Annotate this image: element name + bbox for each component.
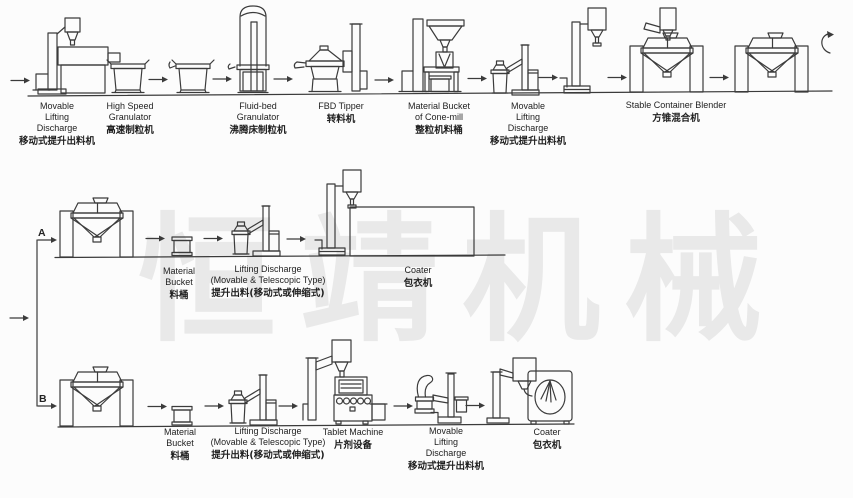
label-line: (Movable & Telescopic Type) <box>210 275 326 286</box>
label-line: Coater <box>533 427 561 437</box>
label-line-zh: 包衣机 <box>403 277 433 289</box>
label-line: Tablet Machine <box>322 427 384 437</box>
rotation-arrow <box>821 31 834 54</box>
ground-lines <box>27 90 833 428</box>
label-lifting-discharge-b: Lifting Discharge (Movable & Telescopic … <box>211 426 326 461</box>
label-line-zh: 移动式提升出料机 <box>407 461 485 473</box>
machine-fbd-tipper <box>293 23 368 93</box>
label-line-zh: 料桶 <box>170 450 190 462</box>
label-line: Stable Container Blender <box>625 100 727 110</box>
label-line: Lifting <box>433 437 459 448</box>
label-movable-lifting-discharge-1: Movable Lifting Discharge 移动式提升出料机 <box>19 101 95 147</box>
blender-feed-bucket <box>643 7 677 41</box>
label-line-zh: 料桶 <box>169 289 189 301</box>
label-lifting-discharge-a: Lifting Discharge (Movable & Telescopic … <box>211 264 326 299</box>
label-line-zh: 移动式提升出料机 <box>489 136 567 148</box>
label-line: (Movable & Telescopic Type) <box>210 437 326 448</box>
label-fluid-bed-granulator: Fluid-bed Granulator 沸腾床制粒机 <box>229 101 286 136</box>
label-coater-b: Coater 包衣机 <box>533 427 562 451</box>
label-high-speed-granulator: High Speed Granulator 高速制粒机 <box>106 101 154 136</box>
label-line-zh: 沸腾床制粒机 <box>229 124 287 136</box>
machine-movable-lifting-discharge-2 <box>490 44 540 96</box>
label-line: Fluid-bed <box>239 101 277 111</box>
label-line: Lifting <box>44 112 70 123</box>
label-cone-mill-bucket: Material Bucket of Cone-mill 整粒机料桶 <box>408 101 470 136</box>
machine-blender-row-b <box>59 366 134 427</box>
machine-container-blender-2 <box>734 32 809 93</box>
label-line-zh: 移动式提升出料机 <box>18 136 96 148</box>
label-line: High Speed <box>106 101 154 111</box>
machine-tablet-machine <box>302 339 388 425</box>
machine-lifting-discharge-a <box>231 205 281 257</box>
machine-cone-mill-bucket <box>398 18 465 93</box>
label-movable-lifting-discharge-2: Movable Lifting Discharge 移动式提升出料机 <box>490 101 566 147</box>
label-line: Movable <box>428 426 464 436</box>
machine-movable-lifting-discharge-1 <box>32 17 81 95</box>
label-line-zh: 高速制粒机 <box>106 124 154 136</box>
watermark-text: 恒靖机械 <box>138 200 787 361</box>
label-line-zh: 包衣机 <box>532 439 562 451</box>
label-line: Lifting Discharge <box>234 426 302 436</box>
machine-movable-lifting-discharge-b <box>414 372 469 424</box>
machine-lifter-pre-blender <box>559 7 607 94</box>
branch-label-b: B <box>39 393 47 405</box>
label-line: of Cone-mill <box>414 112 463 123</box>
label-material-bucket-b: Material Bucket 料桶 <box>164 427 196 462</box>
branch-label-a: A <box>38 227 46 239</box>
label-line: Material <box>162 266 196 276</box>
label-line-zh: 提升出料(移动式或伸缩式) <box>211 449 325 461</box>
row-a-arrows <box>145 234 307 243</box>
label-line: Material Bucket <box>407 101 471 111</box>
label-line: Material <box>163 427 197 437</box>
label-line: Discharge <box>425 448 467 459</box>
machine-material-bucket-a <box>171 236 193 257</box>
label-line-zh: 方锥混合机 <box>652 112 700 124</box>
label-line: Granulator <box>108 112 152 123</box>
machine-fluid-bed-granulator <box>227 5 270 94</box>
label-line: Movable <box>39 101 75 111</box>
machine-coater-b <box>486 357 573 425</box>
label-line-zh: 转料机 <box>326 113 356 125</box>
label-line: Granulator <box>236 112 280 123</box>
label-line: Bucket <box>165 277 193 288</box>
label-line: Discharge <box>36 123 78 134</box>
label-line: Movable <box>510 101 546 111</box>
label-line: Discharge <box>507 123 549 134</box>
label-fbd-tipper: FBD Tipper 转料机 <box>318 101 364 125</box>
branch-connector <box>9 236 58 410</box>
machine-tall-lifter-a <box>314 169 362 256</box>
label-line: FBD Tipper <box>318 101 364 111</box>
top-row-arrows <box>10 73 730 85</box>
machine-lifting-discharge-b <box>228 374 278 426</box>
machine-material-bucket-b <box>171 405 193 426</box>
label-line-zh: 提升出料(移动式或伸缩式) <box>211 287 325 299</box>
label-line-zh: 片剂设备 <box>333 439 373 451</box>
label-line: Lifting <box>515 112 541 123</box>
label-line: Bucket <box>166 438 194 449</box>
label-movable-lifting-discharge-b: Movable Lifting Discharge 移动式提升出料机 <box>408 426 484 472</box>
label-line: Lifting Discharge <box>234 264 302 274</box>
label-stable-container-blender: Stable Container Blender 方锥混合机 <box>626 100 727 124</box>
label-tablet-machine: Tablet Machine 片剂设备 <box>323 427 384 451</box>
machine-blender-row-a <box>59 197 134 258</box>
label-line-zh: 整粒机料桶 <box>415 124 463 136</box>
label-coater-a: Coater 包衣机 <box>404 265 433 289</box>
label-line: Coater <box>404 265 432 275</box>
machine-high-speed-granulator <box>57 46 150 94</box>
machine-container-blender-1 <box>629 32 704 93</box>
machine-coater-a <box>349 206 475 257</box>
granulator-bowl <box>168 59 215 94</box>
label-material-bucket-a: Material Bucket 料桶 <box>163 266 195 301</box>
